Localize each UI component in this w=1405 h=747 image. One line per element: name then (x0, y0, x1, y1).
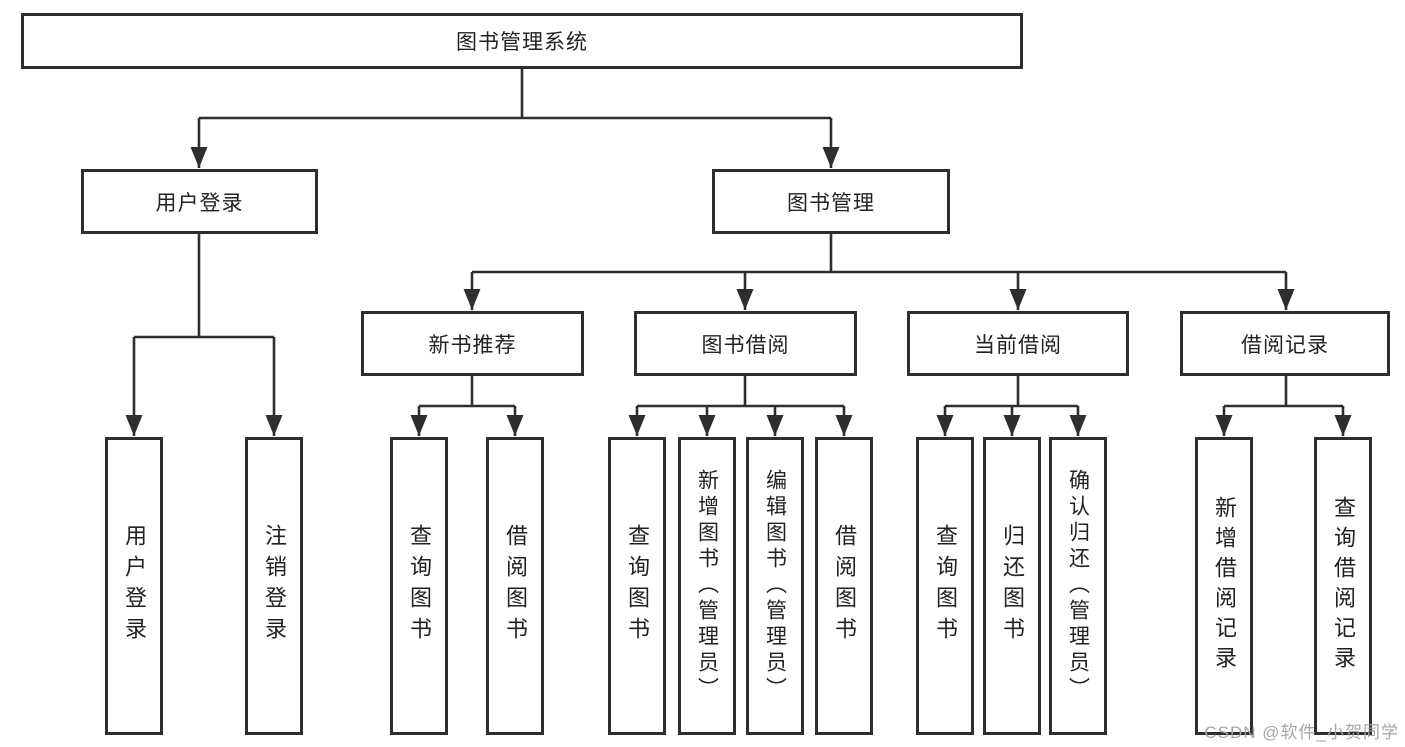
node-borrow-records: 借阅记录 (1180, 311, 1390, 376)
leaf-label: 编辑图书（管理员） (763, 469, 787, 703)
node-label: 图书管理 (787, 191, 875, 215)
node-library-management-system: 图书管理系统 (21, 13, 1023, 69)
connector-root-split (199, 69, 831, 120)
leaf-label: 确认归还（管理员） (1066, 469, 1090, 703)
connector-book-mgmt-split (472, 234, 1286, 274)
node-new-book-recommend: 新书推荐 (361, 311, 584, 376)
connector-records-split (1224, 376, 1343, 408)
leaf-label: 注销登录 (262, 524, 287, 648)
leaf-label: 查询借阅记录 (1331, 496, 1356, 676)
leaf-newrec-borrow-books: 借阅图书 (486, 437, 544, 735)
leaf-user-login: 用户登录 (105, 437, 163, 735)
connector-user-login-split (134, 234, 274, 339)
connector-new-rec-split (419, 376, 515, 408)
leaf-current-return-books: 归还图书 (983, 437, 1041, 735)
leaf-label: 归还图书 (1000, 524, 1025, 648)
connector-current-borrow-split (945, 376, 1078, 408)
node-book-management: 图书管理 (712, 169, 950, 234)
leaf-label: 查询图书 (407, 524, 432, 648)
leaf-label: 查询图书 (933, 524, 958, 648)
leaf-borrowing-add-books-admin: 新增图书（管理员） (678, 437, 736, 735)
node-label: 用户登录 (155, 191, 244, 215)
leaf-label: 借阅图书 (503, 524, 528, 648)
leaf-label: 新增借阅记录 (1212, 496, 1237, 676)
leaf-borrowing-query-books: 查询图书 (608, 437, 666, 735)
node-user-login: 用户登录 (81, 169, 318, 234)
node-label: 新书推荐 (428, 333, 517, 357)
leaf-logout-login: 注销登录 (245, 437, 303, 735)
node-label: 借阅记录 (1241, 333, 1329, 357)
node-label: 图书管理系统 (456, 31, 588, 54)
node-current-borrowing: 当前借阅 (907, 311, 1129, 376)
leaf-label: 借阅图书 (832, 524, 857, 648)
leaf-borrowing-borrow-books: 借阅图书 (815, 437, 873, 735)
leaf-records-query-borrow-record: 查询借阅记录 (1314, 437, 1372, 735)
leaf-label: 用户登录 (122, 524, 147, 648)
leaf-current-query-books: 查询图书 (916, 437, 974, 735)
leaf-current-confirm-return-admin: 确认归还（管理员） (1049, 437, 1107, 735)
node-label: 图书借阅 (701, 333, 790, 357)
node-book-borrowing: 图书借阅 (634, 311, 857, 376)
node-label: 当前借阅 (974, 333, 1062, 357)
csdn-watermark: CSDN @软件_小贺同学 (1204, 723, 1399, 742)
leaf-label: 查询图书 (625, 524, 650, 648)
leaf-label: 新增图书（管理员） (695, 469, 719, 703)
leaf-newrec-query-books: 查询图书 (390, 437, 448, 735)
leaf-borrowing-edit-books-admin: 编辑图书（管理员） (746, 437, 804, 735)
leaf-records-add-borrow-record: 新增借阅记录 (1195, 437, 1253, 735)
connector-book-borrow-split (637, 376, 844, 408)
